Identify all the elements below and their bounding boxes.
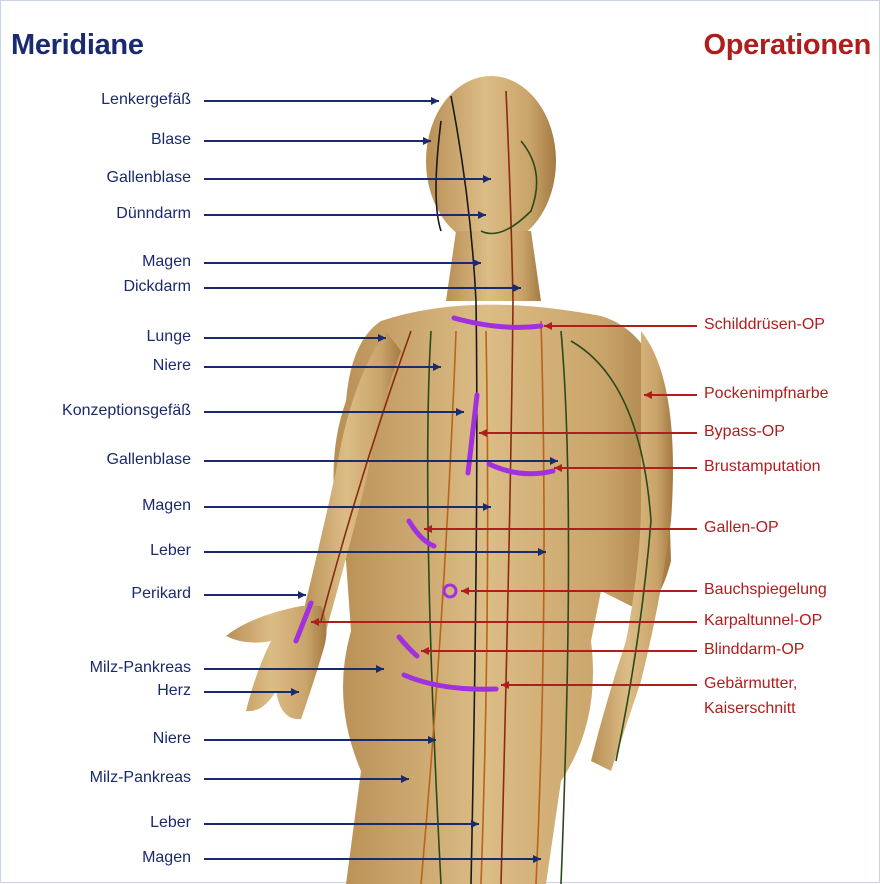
operation-label: Gebärmutter, [704, 675, 797, 693]
meridian-label: Perikard [1, 585, 191, 603]
meridians-header: Meridiane [11, 29, 144, 62]
meridian-arrow-head [431, 97, 439, 105]
head-shape [426, 76, 556, 246]
operation-label: Brustamputation [704, 458, 821, 476]
operation-label: Gallen-OP [704, 519, 779, 537]
meridian-label: Magen [1, 497, 191, 515]
meridian-label: Niere [1, 730, 191, 748]
meridian-label: Herz [1, 682, 191, 700]
meridian-label: Leber [1, 542, 191, 560]
operation-label: Karpaltunnel-OP [704, 612, 822, 630]
meridian-label: Magen [1, 849, 191, 867]
meridian-label: Lenkergefäß [1, 91, 191, 109]
meridian-label: Dickdarm [1, 278, 191, 296]
operations-header: Operationen [704, 29, 872, 62]
operation-label: Kaiserschnitt [704, 700, 796, 718]
operation-label: Blinddarm-OP [704, 641, 804, 659]
operation-label: Schilddrüsen-OP [704, 316, 825, 334]
meridian-label: Gallenblase [1, 451, 191, 469]
meridian-label: Magen [1, 253, 191, 271]
operation-label: Bypass-OP [704, 423, 785, 441]
meridian-label: Gallenblase [1, 169, 191, 187]
meridian-label: Blase [1, 131, 191, 149]
meridian-label: Konzeptionsgefäß [1, 402, 191, 420]
operation-label: Bauchspiegelung [704, 581, 827, 599]
neck-shape [446, 231, 541, 301]
meridian-arrow-head [298, 591, 306, 599]
operation-label: Pockenimpfnarbe [704, 385, 829, 403]
meridian-label: Milz-Pankreas [1, 659, 191, 677]
meridian-label: Leber [1, 814, 191, 832]
meridian-label: Milz-Pankreas [1, 769, 191, 787]
meridian-label: Dünndarm [1, 205, 191, 223]
meridian-label: Niere [1, 357, 191, 375]
meridian-label: Lunge [1, 328, 191, 346]
